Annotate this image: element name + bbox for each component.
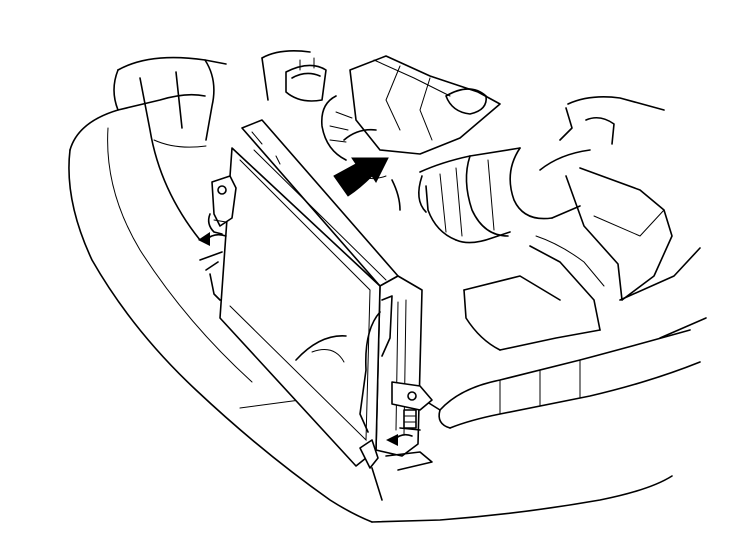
air-intake-hose — [391, 147, 591, 244]
lower-bracket — [359, 381, 433, 501]
engine-components — [261, 50, 501, 180]
upper-bracket — [199, 175, 237, 301]
bolt-loosen-arrow-right — [386, 433, 413, 446]
removal-direction-arrow — [333, 157, 389, 197]
battery-tray — [463, 96, 701, 351]
headlight-housing — [113, 56, 227, 241]
ecm-module — [219, 119, 423, 467]
front-bumper — [68, 93, 673, 523]
front-crossmember — [423, 317, 707, 429]
bolt-loosen-arrow-left — [198, 232, 227, 246]
